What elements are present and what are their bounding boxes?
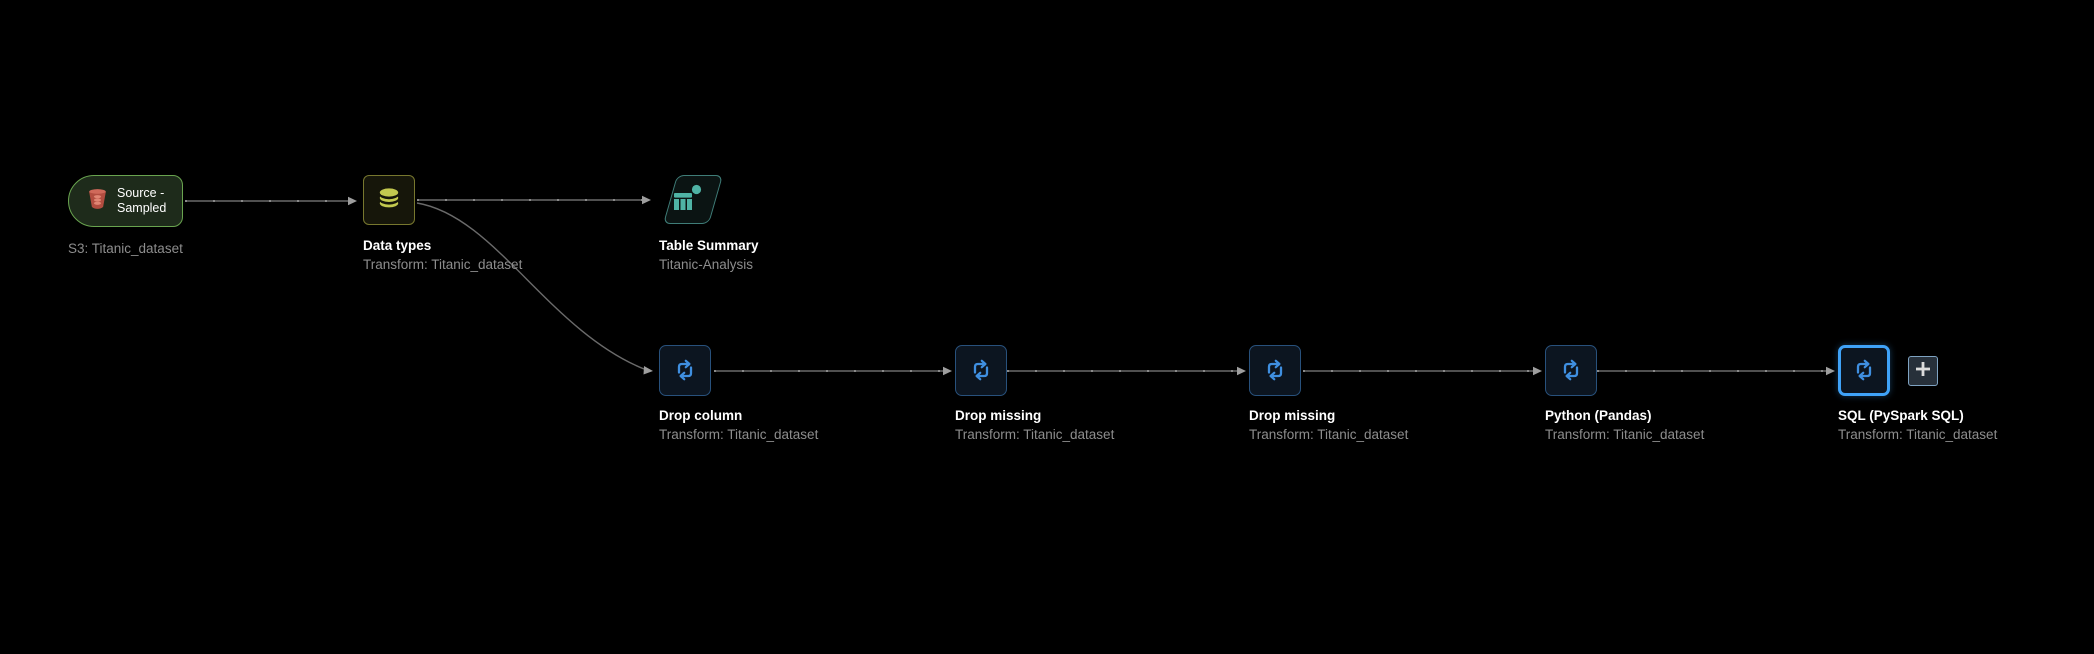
table-summary-subtitle: Titanic-Analysis [659,257,754,272]
node-sql-pyspark[interactable] [1838,345,1890,396]
table-summary-title: Table Summary [659,238,759,253]
drop-column-subtitle: Transform: Titanic_dataset [659,427,819,442]
database-icon [374,183,404,218]
drop-missing-1-subtitle: Transform: Titanic_dataset [955,427,1115,442]
node-drop-missing-1[interactable] [955,345,1007,396]
plus-icon [1913,359,1933,384]
edge-python-to-sql [1597,366,1835,376]
edge-dropmissing2-to-python [1303,366,1542,376]
drop-missing-2-subtitle: Transform: Titanic_dataset [1249,427,1409,442]
s3-bucket-icon [85,186,110,216]
drop-column-title: Drop column [659,408,743,423]
python-pandas-title: Python (Pandas) [1545,408,1652,423]
source-node-caption: S3: Titanic_dataset [68,241,183,256]
node-source-sampled[interactable]: Source - Sampled [68,175,183,227]
node-table-summary[interactable] [663,175,724,224]
sql-pyspark-subtitle: Transform: Titanic_dataset [1838,427,1998,442]
node-drop-missing-2[interactable] [1249,345,1301,396]
edge-datatypes-to-dropcolumn [416,202,653,375]
table-chart-icon [670,184,704,221]
transform-loop-icon [966,353,996,388]
transform-loop-icon [1849,353,1879,388]
data-types-title: Data types [363,238,432,253]
drop-missing-2-title: Drop missing [1249,408,1336,423]
drop-missing-1-title: Drop missing [955,408,1042,423]
node-python-pandas[interactable] [1545,345,1597,396]
edge-dropmissing1-to-dropmissing2 [1007,366,1246,376]
add-step-button[interactable] [1908,356,1938,386]
data-types-subtitle: Transform: Titanic_dataset [363,257,523,272]
source-node-label: Source - Sampled [117,186,167,215]
node-drop-column[interactable] [659,345,711,396]
node-data-types[interactable] [363,175,415,225]
edge-datatypes-to-tablesummary [417,195,651,205]
transform-loop-icon [1556,353,1586,388]
edge-source-to-datatypes [185,196,357,206]
transform-loop-icon [670,353,700,388]
python-pandas-subtitle: Transform: Titanic_dataset [1545,427,1705,442]
transform-loop-icon [1260,353,1290,388]
edge-dropcolumn-to-dropmissing1 [714,366,952,376]
sql-pyspark-title: SQL (PySpark SQL) [1838,408,1964,423]
